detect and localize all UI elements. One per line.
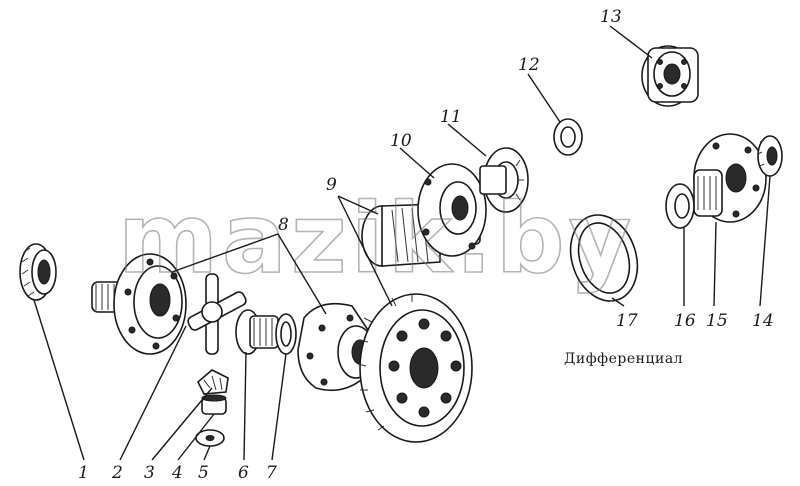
part-14-splined-nut (757, 135, 783, 177)
label-2: 2 (111, 463, 123, 483)
part-13-ball-bearing (641, 45, 699, 107)
label-7: 7 (266, 463, 277, 483)
label-8: 8 (278, 215, 289, 235)
label-3: 3 (144, 463, 155, 483)
part-12-spacer-ring (553, 118, 583, 156)
part-spider-cross (187, 273, 247, 355)
part-1-splined-nut (19, 243, 57, 301)
watermark-text: mazik.by (118, 183, 635, 295)
label-6: 6 (238, 463, 249, 483)
label-13: 13 (600, 7, 622, 27)
label-11: 11 (440, 107, 462, 127)
label-15: 15 (706, 311, 728, 331)
label-16: 16 (674, 311, 696, 331)
leader-lines (33, 25, 771, 461)
part-7-thrust-washer (275, 313, 297, 355)
part-17-gasket (569, 214, 639, 302)
label-10: 10 (390, 131, 412, 151)
label-14: 14 (752, 311, 774, 331)
label-9: 9 (326, 175, 337, 195)
part-6-side-gear (235, 309, 279, 355)
label-12: 12 (518, 55, 540, 75)
part-10-flange (417, 163, 487, 257)
part-8-case-half (91, 253, 187, 355)
label-5: 5 (198, 463, 209, 483)
diagram-caption: Дифференциал (564, 351, 683, 367)
part-11-bearing (479, 147, 529, 213)
label-17: 17 (616, 311, 638, 331)
label-1: 1 (78, 463, 89, 483)
part-16-washer (665, 183, 695, 229)
part-15-output-flange (693, 133, 767, 223)
part-4-bushing (201, 394, 227, 415)
part-crown-gear (357, 293, 473, 443)
label-4: 4 (171, 463, 183, 483)
part-3-satellite-gear (197, 369, 229, 395)
